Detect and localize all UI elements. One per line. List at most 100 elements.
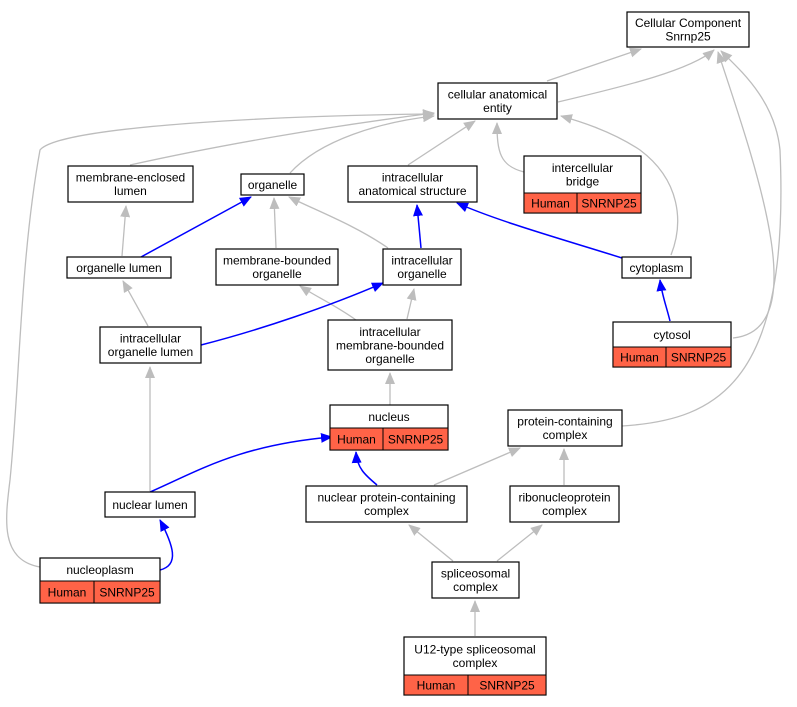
node-box bbox=[431, 561, 520, 599]
node-label-line: organelle lumen bbox=[108, 345, 193, 359]
node-box bbox=[99, 326, 202, 364]
gene-label: SNRNP25 bbox=[388, 432, 444, 446]
part-of-edge-29 bbox=[351, 451, 378, 486]
node-organelle[interactable]: organelle bbox=[240, 173, 305, 196]
node-label-line: entity bbox=[483, 101, 512, 115]
gene-label: SNRNP25 bbox=[479, 678, 535, 692]
species-label: Human bbox=[48, 585, 87, 599]
node-label-line: organelle bbox=[397, 267, 447, 281]
is-a-edge-0 bbox=[546, 47, 642, 82]
part-of-edge-25 bbox=[456, 202, 623, 259]
node-label-line: intercellular bbox=[552, 161, 613, 175]
node-box bbox=[327, 319, 453, 371]
species-label: Human bbox=[337, 432, 376, 446]
node-nl[interactable]: nuclear lumen bbox=[104, 491, 196, 518]
node-label-line: anatomical structure bbox=[358, 184, 466, 198]
node-box bbox=[215, 248, 339, 286]
is-a-edge-4 bbox=[289, 112, 435, 174]
node-box bbox=[621, 256, 692, 279]
node-box bbox=[382, 248, 462, 286]
is-a-edge-5 bbox=[407, 120, 476, 166]
node-label-line: membrane-bounded bbox=[223, 254, 331, 268]
node-box bbox=[240, 173, 305, 196]
is-a-edge-12 bbox=[299, 285, 357, 321]
node-label-line: membrane-bounded bbox=[336, 338, 444, 352]
annotation-bar bbox=[329, 427, 449, 451]
node-label-line: ribonucleoprotein bbox=[518, 491, 610, 505]
node-label-line: protein-containing bbox=[517, 415, 612, 429]
node-label-line: nucleus bbox=[368, 410, 409, 424]
node-box bbox=[626, 11, 750, 48]
node-label-line: nucleoplasm bbox=[66, 563, 133, 577]
gene-label: SNRNP25 bbox=[581, 196, 637, 210]
annotation-bar bbox=[523, 192, 642, 214]
part-of-edge-23 bbox=[140, 196, 252, 258]
gene-label: SNRNP25 bbox=[671, 350, 727, 364]
is-a-edge-14 bbox=[122, 280, 149, 327]
node-label-line: complex bbox=[543, 428, 588, 442]
node-label-line: organelle bbox=[248, 178, 298, 192]
is-a-edge-18 bbox=[621, 50, 782, 427]
part-of-edge-26 bbox=[200, 282, 384, 346]
node-box bbox=[509, 485, 620, 523]
node-label-line: complex bbox=[453, 656, 498, 670]
node-label-line: organelle bbox=[252, 267, 302, 281]
annotation-bar bbox=[612, 346, 732, 368]
node-box bbox=[437, 82, 558, 120]
is-a-edge-2 bbox=[716, 51, 775, 339]
gene-label: SNRNP25 bbox=[99, 585, 155, 599]
node-label-line: cellular anatomical bbox=[448, 88, 547, 102]
node-box bbox=[67, 165, 194, 203]
annotation-bar bbox=[39, 580, 161, 604]
node-box bbox=[66, 256, 172, 279]
is-a-edge-10 bbox=[269, 197, 280, 249]
node-label-line: intracellular bbox=[120, 332, 181, 346]
node-cyto[interactable]: cytoplasm bbox=[621, 256, 692, 279]
node-ol[interactable]: organelle lumen bbox=[66, 256, 172, 279]
node-label-line: cytoplasm bbox=[629, 261, 683, 275]
node-label-line: U12-type spliceosomal bbox=[414, 643, 535, 657]
part-of-edge-27 bbox=[656, 279, 671, 322]
part-of-edge-24 bbox=[413, 204, 423, 249]
node-box bbox=[507, 409, 623, 447]
node-label-line: intracellular bbox=[359, 325, 420, 339]
node-label-line: organelle lumen bbox=[76, 261, 161, 275]
is-a-edge-20 bbox=[408, 524, 454, 562]
node-label-line: Snrnp25 bbox=[665, 30, 711, 44]
node-label-line: cytosol bbox=[653, 328, 690, 342]
is-a-edge-6 bbox=[492, 122, 525, 173]
node-box bbox=[104, 491, 196, 518]
species-label: Human bbox=[417, 678, 456, 692]
node-box bbox=[347, 165, 478, 203]
annotation-bar bbox=[403, 674, 547, 696]
is-a-edge-17 bbox=[433, 447, 521, 486]
is-a-edge-8 bbox=[6, 109, 435, 568]
node-label-line: complex bbox=[453, 580, 498, 594]
node-label-line: organelle bbox=[365, 352, 415, 366]
node-label-line: Cellular Component bbox=[635, 16, 742, 30]
node-label-line: complex bbox=[542, 504, 587, 518]
node-label-line: membrane-enclosed bbox=[76, 171, 185, 185]
node-label-line: nuclear lumen bbox=[112, 498, 187, 512]
node-label-line: intracellular bbox=[391, 254, 452, 268]
is-a-edge-11 bbox=[288, 196, 389, 249]
